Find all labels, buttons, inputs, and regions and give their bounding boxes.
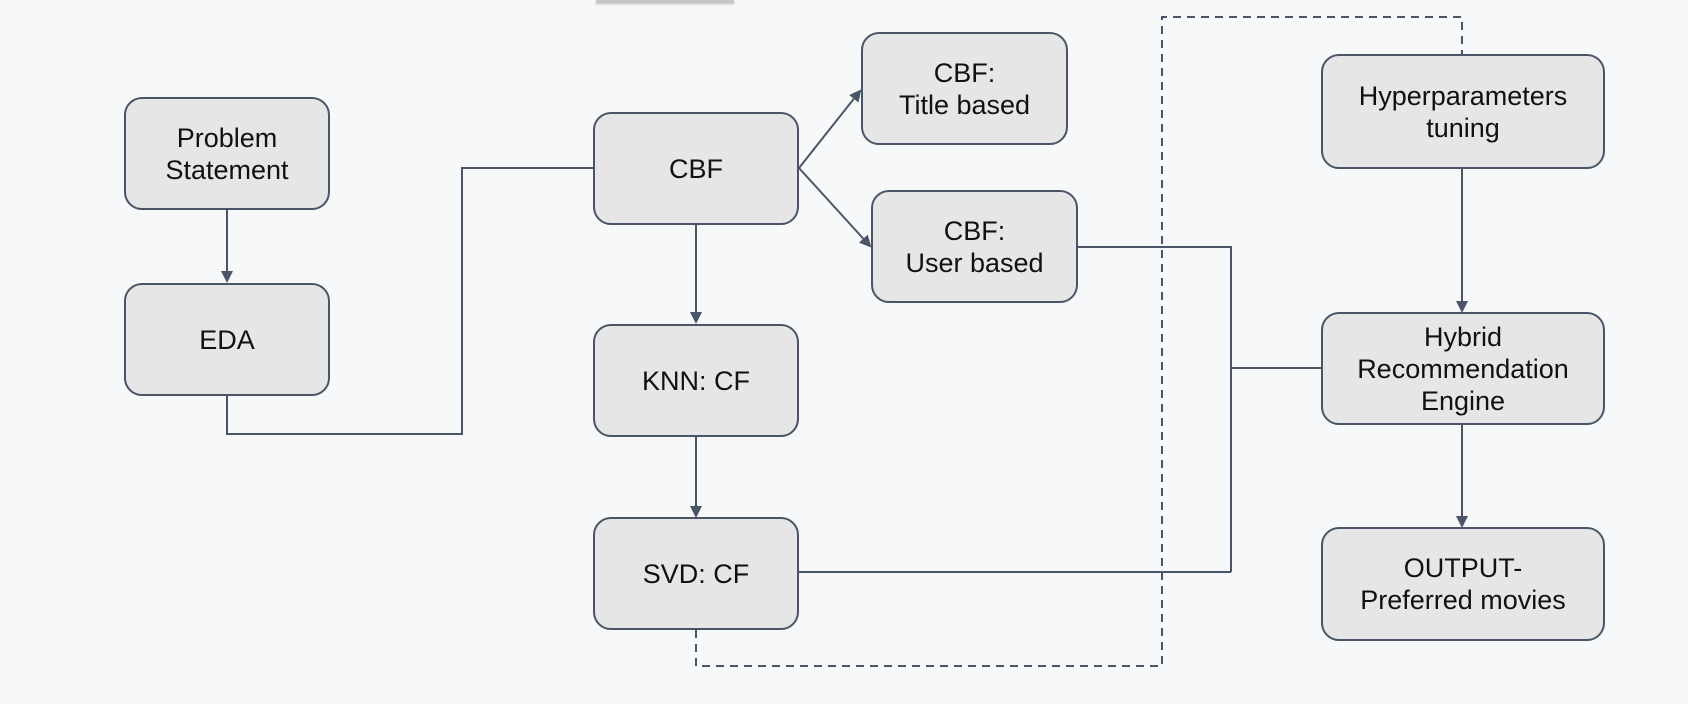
node-cbf-user-based: CBF: User based <box>871 190 1078 303</box>
arrow-cbf-to-user <box>798 167 872 248</box>
node-knn-cf: KNN: CF <box>593 324 799 437</box>
connector-eda-to-cbf <box>226 167 593 435</box>
node-hyperparameters-tuning: Hyperparameters tuning <box>1321 54 1605 169</box>
top-edge-tab <box>596 0 734 3</box>
node-cbf-title-based: CBF: Title based <box>861 32 1068 145</box>
node-svd-cf: SVD: CF <box>593 517 799 630</box>
arrow-cbf-to-title <box>798 89 862 169</box>
node-cbf: CBF <box>593 112 799 225</box>
node-problem-statement: Problem Statement <box>124 97 330 210</box>
connector-user-to-junction <box>1078 246 1232 572</box>
node-output-preferred-movies: OUTPUT- Preferred movies <box>1321 527 1605 641</box>
dashed-feedback-loop <box>695 16 1463 667</box>
node-hybrid-recommendation-engine: Hybrid Recommendation Engine <box>1321 312 1605 425</box>
node-eda: EDA <box>124 283 330 396</box>
